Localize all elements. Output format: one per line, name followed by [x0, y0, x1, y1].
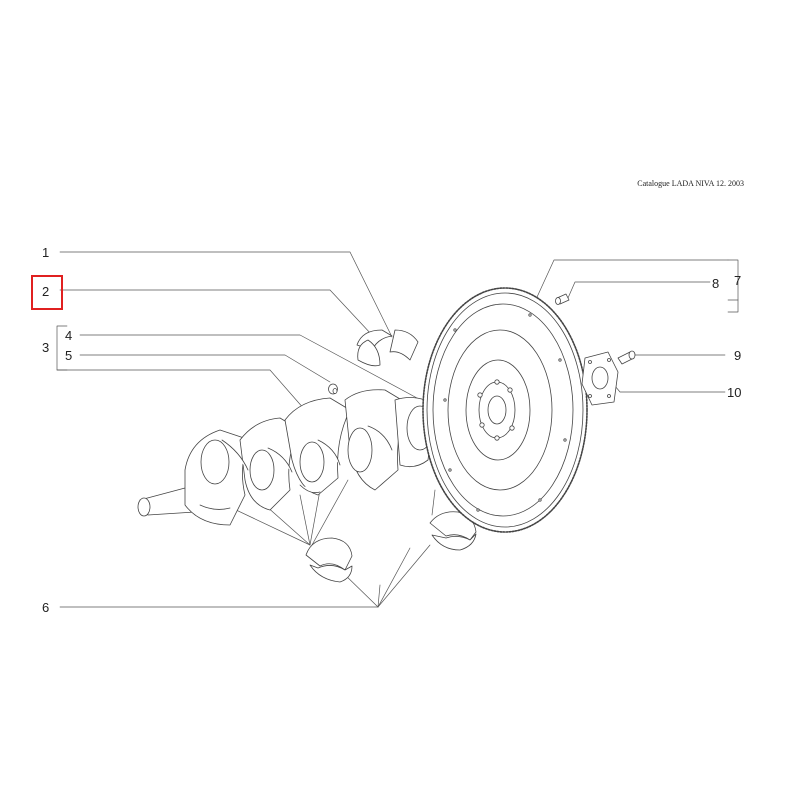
callout-4: 4 — [65, 328, 73, 343]
callout-1: 1 — [42, 245, 50, 260]
leader-2 — [59, 289, 373, 336]
leader-10 — [609, 379, 726, 393]
dowel-pin-8 — [555, 293, 570, 305]
bolt-9 — [617, 350, 636, 365]
washer-plate-10 — [581, 351, 619, 406]
leader-lines — [56, 251, 739, 608]
catalogue-note: Catalogue LADA NIVA 12. 2003 — [637, 179, 744, 188]
main-bearing-shells — [305, 511, 477, 583]
callout-8: 8 — [712, 276, 720, 291]
callout-10: 10 — [727, 385, 742, 400]
leader-8 — [567, 281, 711, 299]
flywheel — [422, 287, 588, 533]
leader-3 — [56, 369, 306, 411]
callout-3: 3 — [42, 340, 50, 355]
thrust-half-washers — [356, 329, 419, 367]
pin-5 — [328, 383, 338, 395]
callout-2: 2 — [42, 284, 50, 299]
leader-4 — [79, 334, 431, 406]
leader-7 — [531, 259, 729, 309]
crankshaft — [137, 389, 459, 526]
leader-5 — [79, 354, 331, 383]
callout-9: 9 — [734, 348, 742, 363]
callout-5: 5 — [65, 348, 73, 363]
callout-6: 6 — [42, 600, 50, 615]
leader-1 — [59, 251, 393, 338]
bracket-7 — [727, 259, 739, 313]
callout-7: 7 — [734, 273, 742, 288]
callout-2-highlight — [31, 275, 63, 310]
